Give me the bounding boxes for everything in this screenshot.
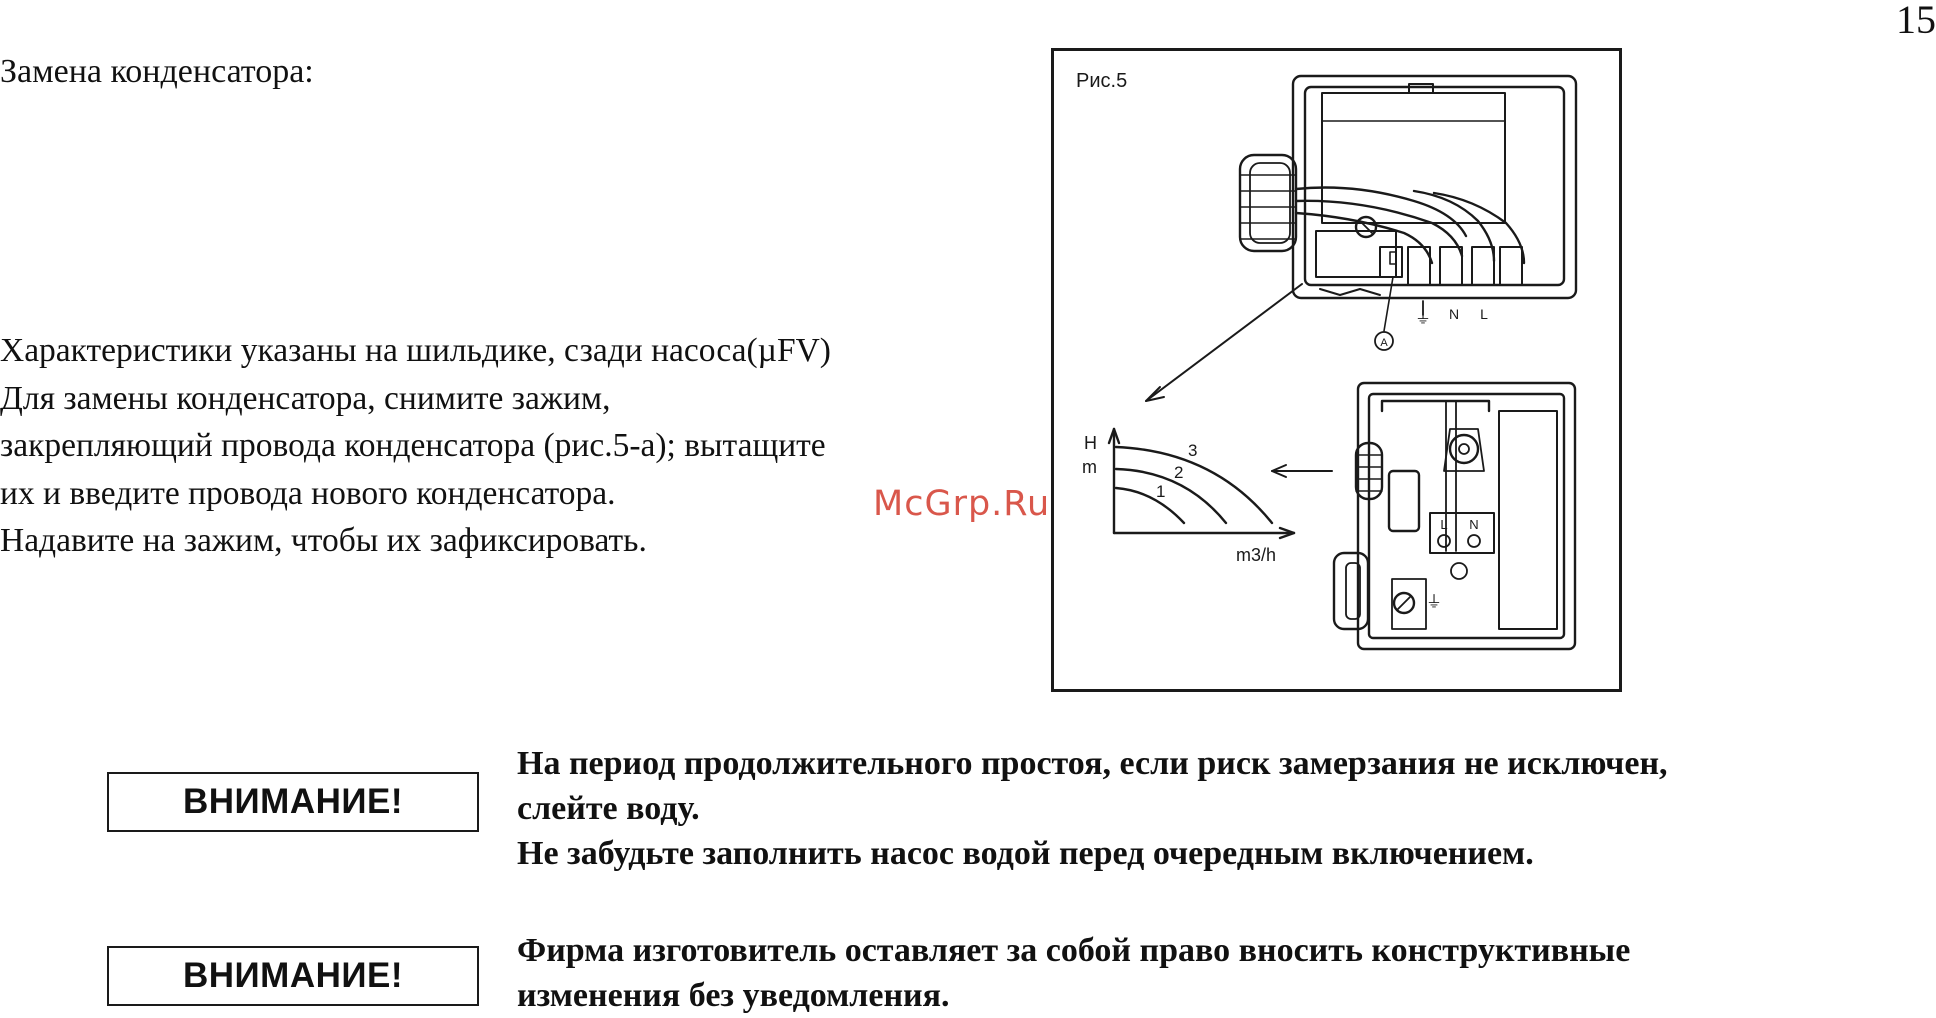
section-title: Замена конденсатора: [0, 53, 314, 90]
warning-line: слейте воду. [517, 790, 700, 827]
figure-5-drawing: Рис.5 [1076, 70, 1578, 651]
block-ground-label: ⏚ [1426, 592, 1442, 611]
terminal-ground-label: ⏚ [1415, 308, 1431, 327]
warning-line: Фирма изготовитель оставляет за собой пр… [517, 932, 1631, 969]
terminal-n-label: N [1449, 306, 1459, 322]
pump-terminal-box-bottom: L N ⏚ [1332, 381, 1577, 651]
warning-line: изменения без уведомления. [517, 977, 950, 1014]
instruction-line: закрепляющий провода конденсатора (рис.5… [0, 427, 826, 464]
warning-label-2: ВНИМАНИЕ! [107, 946, 479, 1006]
pointer-arrow-left [1145, 283, 1303, 402]
chart-y-label-top: H [1084, 433, 1097, 453]
warning-line: На период продолжительного простоя, если… [517, 745, 1668, 782]
instruction-line: их и введите провода нового конденсатора… [0, 474, 616, 512]
chart-y-label-bottom: m [1082, 457, 1097, 477]
warning-line: Не забудьте заполнить насос водой перед … [517, 835, 1534, 872]
warning-text-2: Фирма изготовитель оставляет за собой пр… [517, 928, 1630, 1018]
terminal-l-label: L [1480, 306, 1488, 322]
instruction-line: Надавите на зажим, чтобы их зафиксироват… [0, 522, 647, 559]
pump-curve-chart: H m m3/h 1 2 3 [1082, 427, 1296, 565]
pump-terminal-box-top: A ⏚ N L [1238, 74, 1578, 351]
callout-a: A [1380, 337, 1388, 349]
curve-label-2: 2 [1174, 463, 1183, 482]
warning-text-1: На период продолжительного простоя, если… [517, 741, 1668, 876]
chart-x-label: m3/h [1236, 545, 1276, 565]
instruction-line: Для замены конденсатора, снимите зажим, [0, 379, 611, 417]
block-n-label: N [1469, 517, 1478, 532]
warning-label-1: ВНИМАНИЕ! [107, 772, 479, 832]
curve-label-1: 1 [1156, 482, 1165, 501]
watermark: McGrp.Ru [873, 484, 1051, 524]
page-number: 15 [1896, 0, 1936, 42]
block-l-label: L [1440, 517, 1447, 532]
capacitor-instructions: Характеристики указаны на шильдике, сзад… [0, 327, 831, 565]
figure-5: Рис.5 [1051, 48, 1622, 692]
curve-label-3: 3 [1188, 441, 1197, 460]
instruction-line: Характеристики указаны на шильдике, сзад… [0, 332, 831, 369]
pointer-arrow-chart [1271, 464, 1333, 478]
figure-caption: Рис.5 [1076, 70, 1127, 92]
